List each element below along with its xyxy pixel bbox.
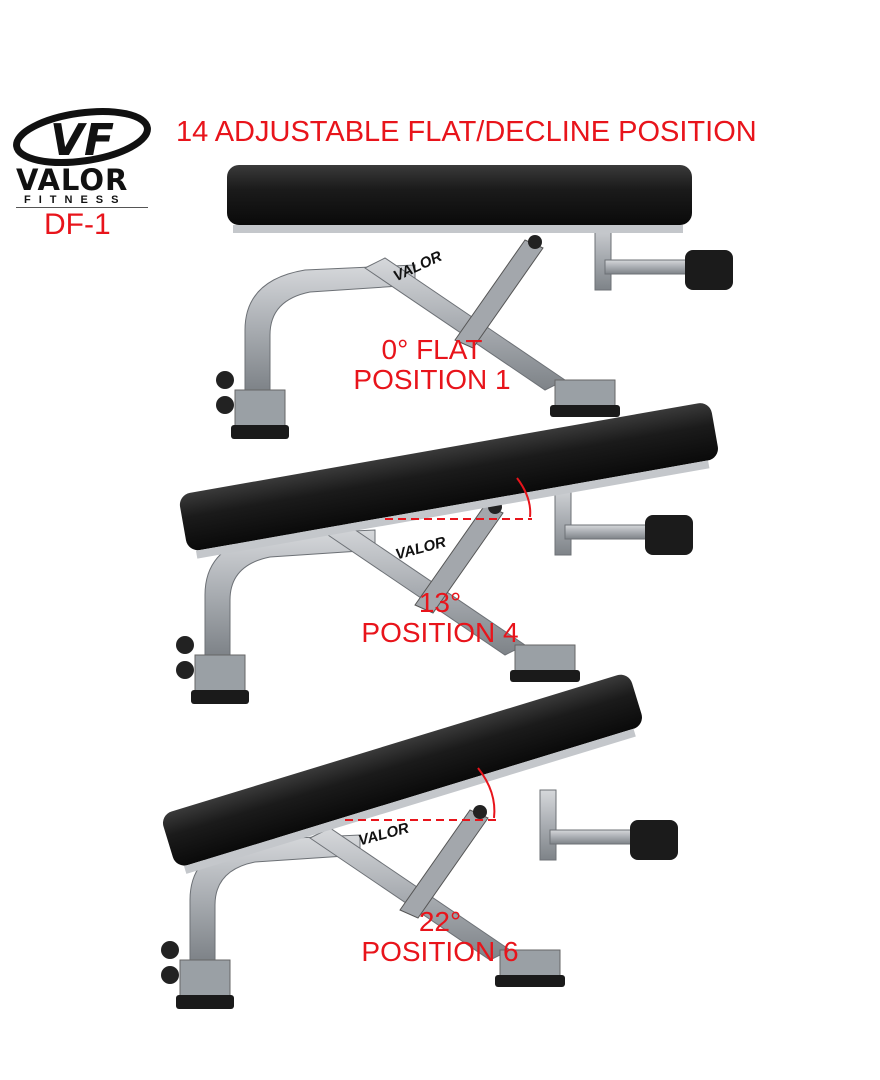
angle-label: 0° FLAT xyxy=(381,334,483,365)
position-label: POSITION 6 xyxy=(361,936,519,967)
angle-arc xyxy=(516,477,532,518)
bench-position-1 xyxy=(215,165,734,440)
model-number: DF-1 xyxy=(44,208,111,241)
position-6-label: 22° POSITION 6 xyxy=(320,907,560,967)
position-label: POSITION 4 xyxy=(361,617,519,648)
angle-arc xyxy=(477,767,496,819)
bench-position-4 xyxy=(175,403,718,705)
bench-position-6 xyxy=(160,674,679,1010)
brand-name: VALOR xyxy=(16,163,129,197)
bench-pad xyxy=(227,165,692,225)
svg-text:VF: VF xyxy=(50,115,114,166)
logo-divider xyxy=(16,207,148,208)
angle-label: 22° xyxy=(418,906,462,937)
brand-tagline: FITNESS xyxy=(24,194,127,206)
valor-logo-mark: VF xyxy=(13,108,151,166)
bench-pad xyxy=(162,674,642,866)
position-4-label: 13° POSITION 4 xyxy=(320,588,560,648)
bench-pad xyxy=(179,403,718,551)
page-title: 14 ADJUSTABLE FLAT/DECLINE POSITION xyxy=(176,116,757,148)
position-1-label: 0° FLAT POSITION 1 xyxy=(312,335,552,395)
angle-label: 13° xyxy=(418,587,462,618)
position-label: POSITION 1 xyxy=(353,364,511,395)
